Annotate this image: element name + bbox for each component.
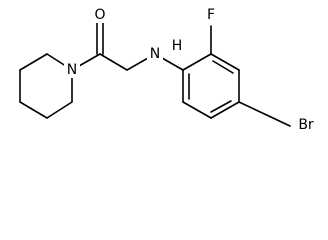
bond-ring-c5-c6 [46,101,73,119]
structure-diagram: O N H N F Br [19,7,318,134]
bond-ar-c5-c6 [182,101,212,119]
atom-labels: O N H N F Br [64,7,318,134]
piperidine-ring [19,53,73,119]
bond-ring-c4-c5 [19,101,48,119]
bond-ring-c2-c3 [19,53,48,71]
piperidine-nitrogen-label: N [67,62,77,78]
bond-ar-c1-c2 [182,53,212,71]
fluorobromophenyl-ring [182,25,291,127]
fluorine-label: F [207,7,215,23]
amine-nitrogen-label: N [150,46,160,62]
bond-ar-inner-1 [212,60,234,74]
bromine-label: Br [298,117,314,133]
bond-ar-bromine [238,101,291,127]
bond-ar-c4-c5 [210,101,240,119]
amine-hydrogen-label: H [172,38,183,54]
bond-ar-inner-2 [210,100,232,113]
bond-carbonyl-ch2 [99,53,128,71]
bond-ar-c2-c3 [210,53,240,71]
oxygen-label: O [94,7,105,23]
molecule-drawing: O N H N F Br [19,7,318,134]
